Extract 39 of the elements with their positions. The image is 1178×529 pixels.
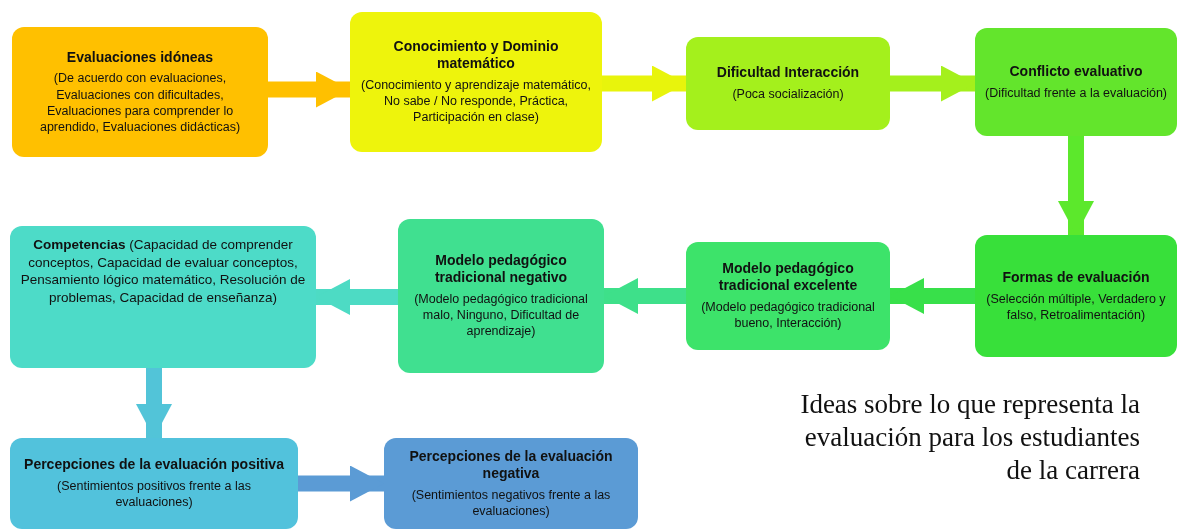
box-text: Competencias (Capacidad de comprender conceptos, Capacidad de evaluar conceptos, Pensamiento lógico matemático, Resolución de problemas, Capacidad de enseñanza) xyxy=(19,236,307,307)
box-description: (Dificultad frente a la evaluación) xyxy=(984,84,1167,101)
box-heading: Conflicto evaluativo xyxy=(1009,62,1143,80)
block-arrow xyxy=(268,71,350,108)
box-description: (Modelo pedagógico tradicional bueno, Interacción) xyxy=(700,299,876,332)
block-arrow xyxy=(890,65,975,102)
box-description: (Conocimiento y aprendizaje matemático, No sabe / No responde, Práctica, Participación en clase) xyxy=(360,76,592,126)
box-heading: Percepciones de la evaluación negativa xyxy=(408,447,614,482)
box-description: (Modelo pedagógico tradicional malo, Ninguno, Dificultad de aprendizaje) xyxy=(413,290,589,340)
process-box xyxy=(350,12,602,152)
block-arrow xyxy=(890,278,975,314)
process-box xyxy=(12,27,268,157)
process-box xyxy=(686,37,890,130)
process-box xyxy=(10,226,316,368)
box-heading: Percepciones de la evaluación positiva xyxy=(24,456,284,474)
block-arrow xyxy=(1058,136,1094,235)
block-arrow xyxy=(604,278,686,314)
process-box xyxy=(975,235,1177,357)
box-heading: Evaluaciones idóneas xyxy=(66,48,214,66)
block-arrow xyxy=(136,368,172,438)
box-description: (Selección múltiple, Verdadero y falso, Retroalimentación) xyxy=(985,290,1167,324)
process-box xyxy=(384,438,638,529)
process-box xyxy=(975,28,1177,136)
block-arrow xyxy=(602,65,686,102)
box-heading: Conocimiento y Dominio matemático xyxy=(392,38,560,72)
box-heading: Formas de evaluación xyxy=(1002,268,1150,286)
caption: Ideas sobre lo que representa la evaluación para los estudiantes de la carrera xyxy=(800,388,1140,487)
box-heading: Modelo pedagógico tradicional excelente xyxy=(717,260,859,295)
box-description: (Sentimientos negativos frente a las evaluaciones) xyxy=(410,486,612,520)
box-description: (Sentimientos positivos frente a las evaluaciones) xyxy=(56,478,252,511)
process-box xyxy=(10,438,298,529)
box-heading: Dificultad Interacción xyxy=(716,64,860,82)
block-arrow xyxy=(298,465,384,502)
box-description: (Poca socialización) xyxy=(732,86,844,103)
process-box xyxy=(398,219,604,373)
block-arrow xyxy=(316,279,398,315)
process-box xyxy=(686,242,890,350)
box-description: (De acuerdo con evaluaciones, Evaluaciones con dificultades, Evaluaciones para comprender lo aprendido, Evaluaciones didácticas) xyxy=(38,70,242,136)
box-heading: Modelo pedagógico tradicional negativo xyxy=(433,252,569,286)
